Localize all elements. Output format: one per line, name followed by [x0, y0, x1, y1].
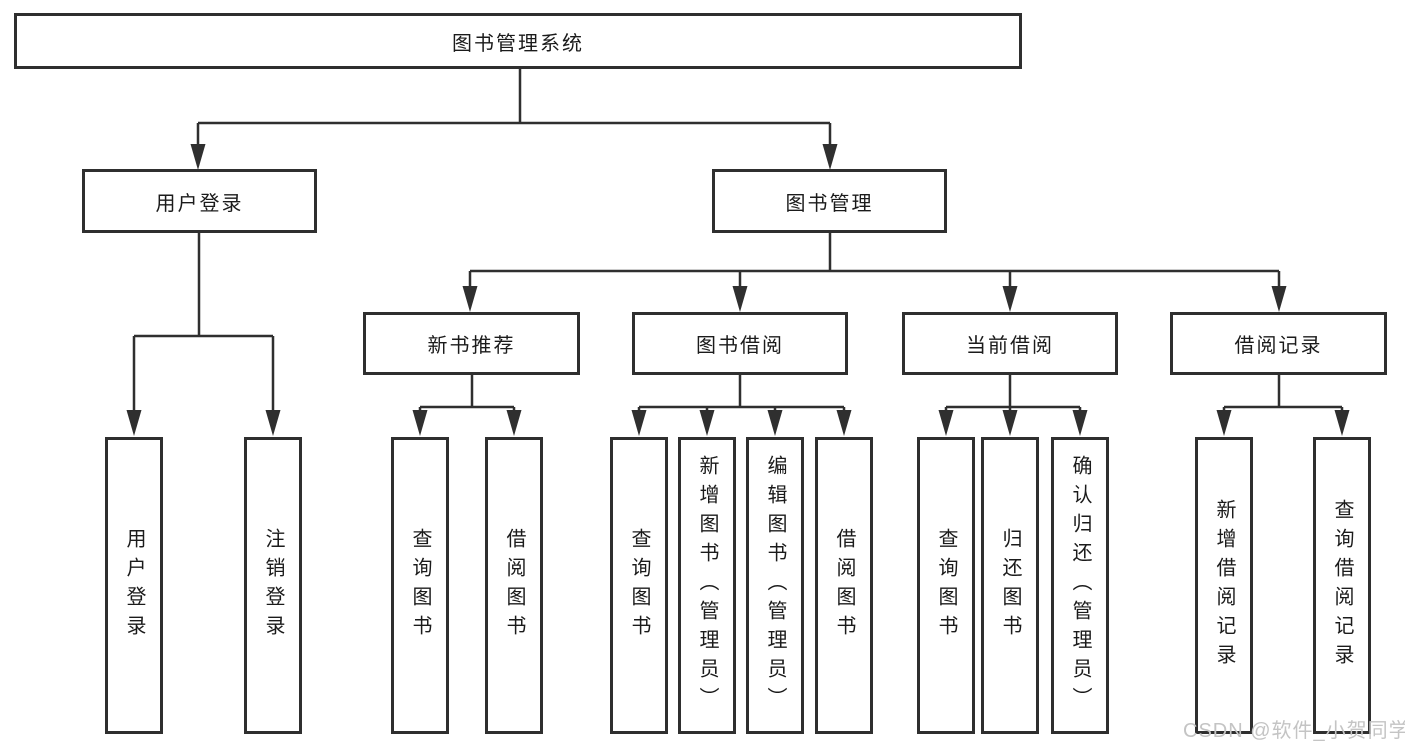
node-new-book-recommend: 新书推荐: [363, 312, 580, 375]
node-book-management-system: 图书管理系统: [14, 13, 1022, 69]
leaf-query-books-borrow: 查询图书: [610, 437, 668, 734]
leaf-return-books: 归还图书: [981, 437, 1039, 734]
leaf-query-borrow-record: 查询借阅记录: [1313, 437, 1371, 734]
node-label: 图书管理: [785, 192, 874, 215]
node-current-borrow: 当前借阅: [902, 312, 1118, 375]
leaf-user-login: 用户登录: [105, 437, 163, 734]
node-borrow-records: 借阅记录: [1170, 312, 1387, 375]
leaf-logout: 注销登录: [244, 437, 302, 734]
leaf-query-books-current: 查询图书: [917, 437, 975, 734]
node-label: 归还图书: [999, 527, 1021, 644]
node-label: 查询借阅记录: [1331, 498, 1353, 673]
node-label: 查询图书: [935, 527, 957, 644]
node-label: 注销登录: [262, 527, 284, 644]
node-label: 用户登录: [155, 192, 244, 215]
leaf-confirm-return-admin: 确认归还（管理员）: [1051, 437, 1109, 734]
leaf-edit-book-admin: 编辑图书（管理员）: [746, 437, 804, 734]
node-label: 图书管理系统: [452, 32, 584, 55]
node-label: 新书推荐: [427, 335, 516, 357]
node-label: 图书借阅: [696, 335, 784, 357]
leaf-query-books-recommend: 查询图书: [391, 437, 449, 734]
leaf-borrow-books-recommend: 借阅图书: [485, 437, 543, 734]
node-label: 新增图书（管理员）: [696, 455, 718, 716]
leaf-add-book-admin: 新增图书（管理员）: [678, 437, 736, 734]
leaf-add-borrow-record: 新增借阅记录: [1195, 437, 1253, 734]
node-label: 借阅图书: [833, 527, 855, 644]
node-label: 查询图书: [409, 527, 431, 644]
node-label: 查询图书: [628, 527, 650, 644]
node-label: 借阅记录: [1234, 335, 1323, 357]
node-book-management: 图书管理: [712, 169, 947, 233]
node-label: 当前借阅: [966, 335, 1054, 357]
leaf-borrow-books: 借阅图书: [815, 437, 873, 734]
node-label: 编辑图书（管理员）: [764, 455, 786, 716]
node-label: 新增借阅记录: [1213, 498, 1235, 673]
node-user-login: 用户登录: [82, 169, 317, 233]
node-label: 用户登录: [123, 527, 145, 644]
node-label: 借阅图书: [503, 527, 525, 644]
node-label: 确认归还（管理员）: [1069, 455, 1091, 716]
node-book-borrow: 图书借阅: [632, 312, 848, 375]
csdn-watermark: CSDN @软件_小贺同学: [1183, 720, 1405, 742]
